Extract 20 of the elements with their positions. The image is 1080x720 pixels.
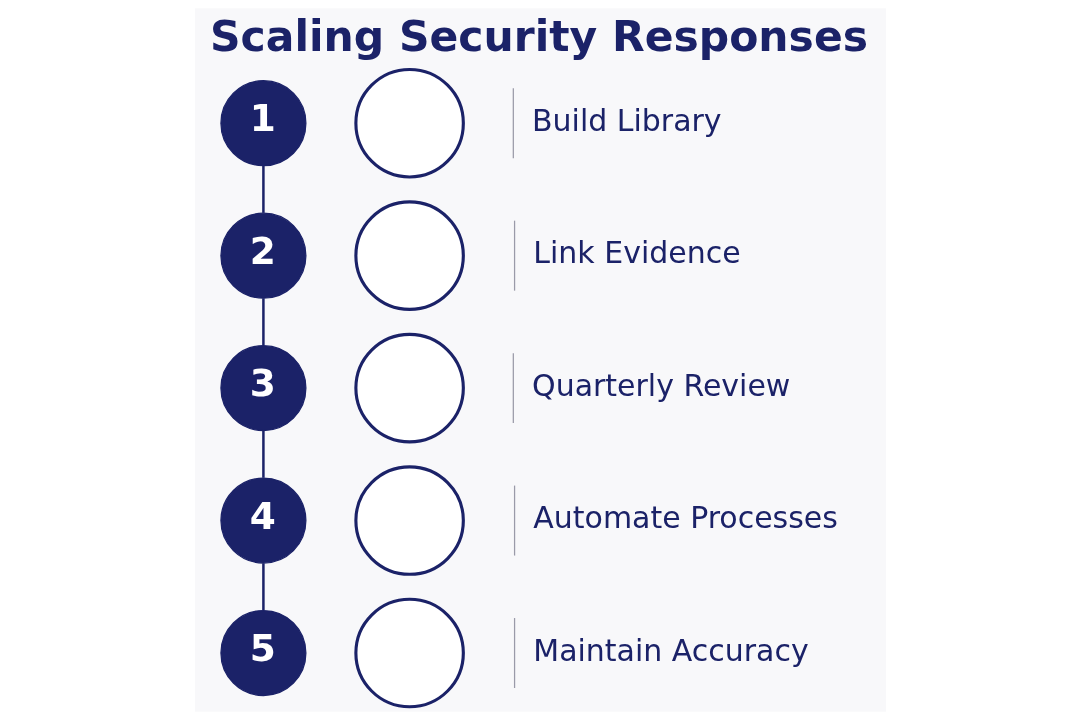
node-circle: 4: [219, 477, 307, 564]
node-label: Automate Processes: [532, 500, 838, 536]
node-circle: 2: [219, 212, 307, 299]
connector: [261, 430, 265, 478]
node-circle: [353, 465, 465, 576]
node-label: Quarterly Review: [531, 367, 790, 403]
connector: [261, 563, 265, 611]
node-circle: [353, 200, 465, 311]
connector: [261, 165, 265, 213]
node-label: Build Library: [531, 102, 722, 138]
node-label: Link Evidence: [532, 235, 741, 271]
node-circle: 3: [219, 345, 307, 432]
node-label: Maintain Accuracy: [532, 632, 809, 668]
node-circle: [353, 597, 465, 709]
node-circle: 1: [219, 80, 307, 167]
connector: [261, 298, 265, 346]
node-circle: [353, 332, 465, 444]
diagram-title: Scaling Security Responses: [209, 11, 868, 61]
node-circle: 5: [219, 609, 307, 697]
node-circle: [353, 67, 465, 179]
